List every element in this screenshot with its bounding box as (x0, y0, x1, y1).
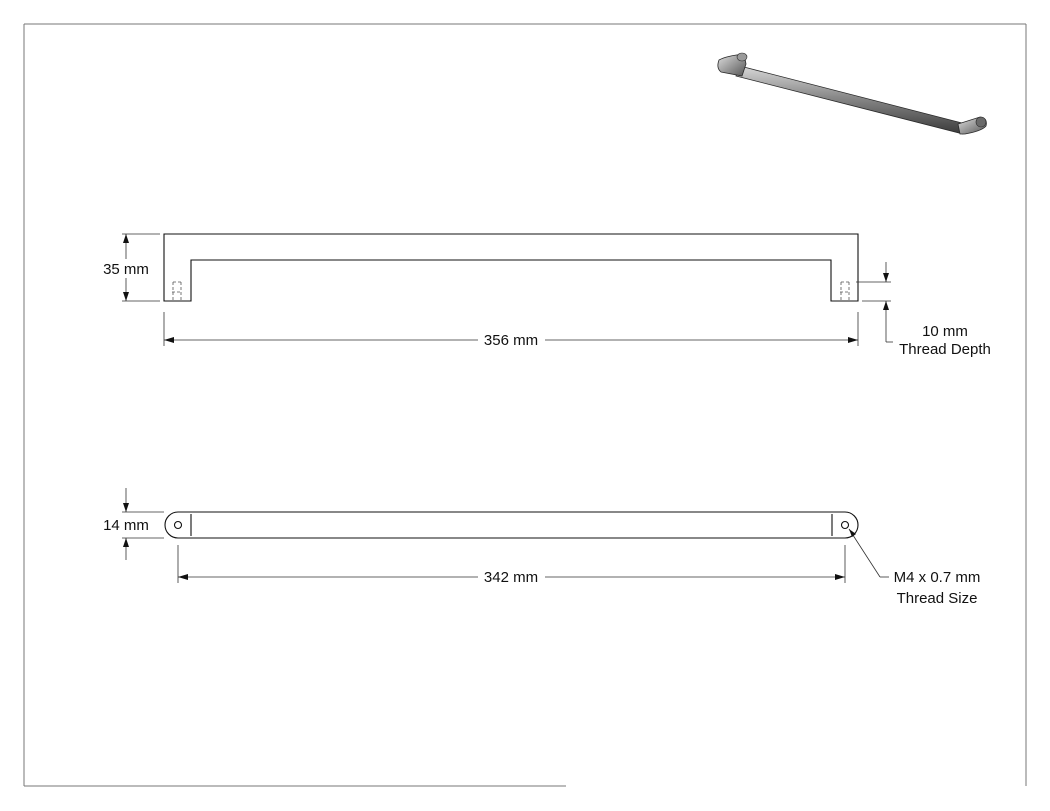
bottom-view-outline (164, 511, 859, 539)
length-dimension-label: 356 mm (484, 332, 538, 349)
thread-depth-dimension (856, 262, 893, 343)
hole-spacing-dimension-label: 342 mm (484, 569, 538, 586)
height-dimension (122, 233, 160, 302)
hole-spacing-dimension (177, 545, 846, 583)
thread-depth-label: Thread Depth (899, 341, 991, 358)
thread-size-label: Thread Size (897, 590, 978, 607)
handle-3d-view (717, 52, 987, 135)
thread-hole-hidden-right (840, 281, 850, 301)
length-dimension (163, 312, 859, 346)
height-dimension-label: 35 mm (103, 261, 149, 278)
thread-size-leader (848, 528, 889, 578)
diameter-dimension (122, 488, 164, 560)
front-view-outline (163, 233, 859, 302)
diameter-dimension-label: 14 mm (103, 517, 149, 534)
sheet-frame (23, 23, 1027, 787)
thread-hole-hidden-left (172, 281, 182, 301)
thread-depth-value: 10 mm (922, 323, 968, 340)
thread-size-value: M4 x 0.7 mm (894, 569, 981, 586)
mounting-hole-right (840, 520, 850, 530)
mounting-hole-left (173, 520, 183, 530)
